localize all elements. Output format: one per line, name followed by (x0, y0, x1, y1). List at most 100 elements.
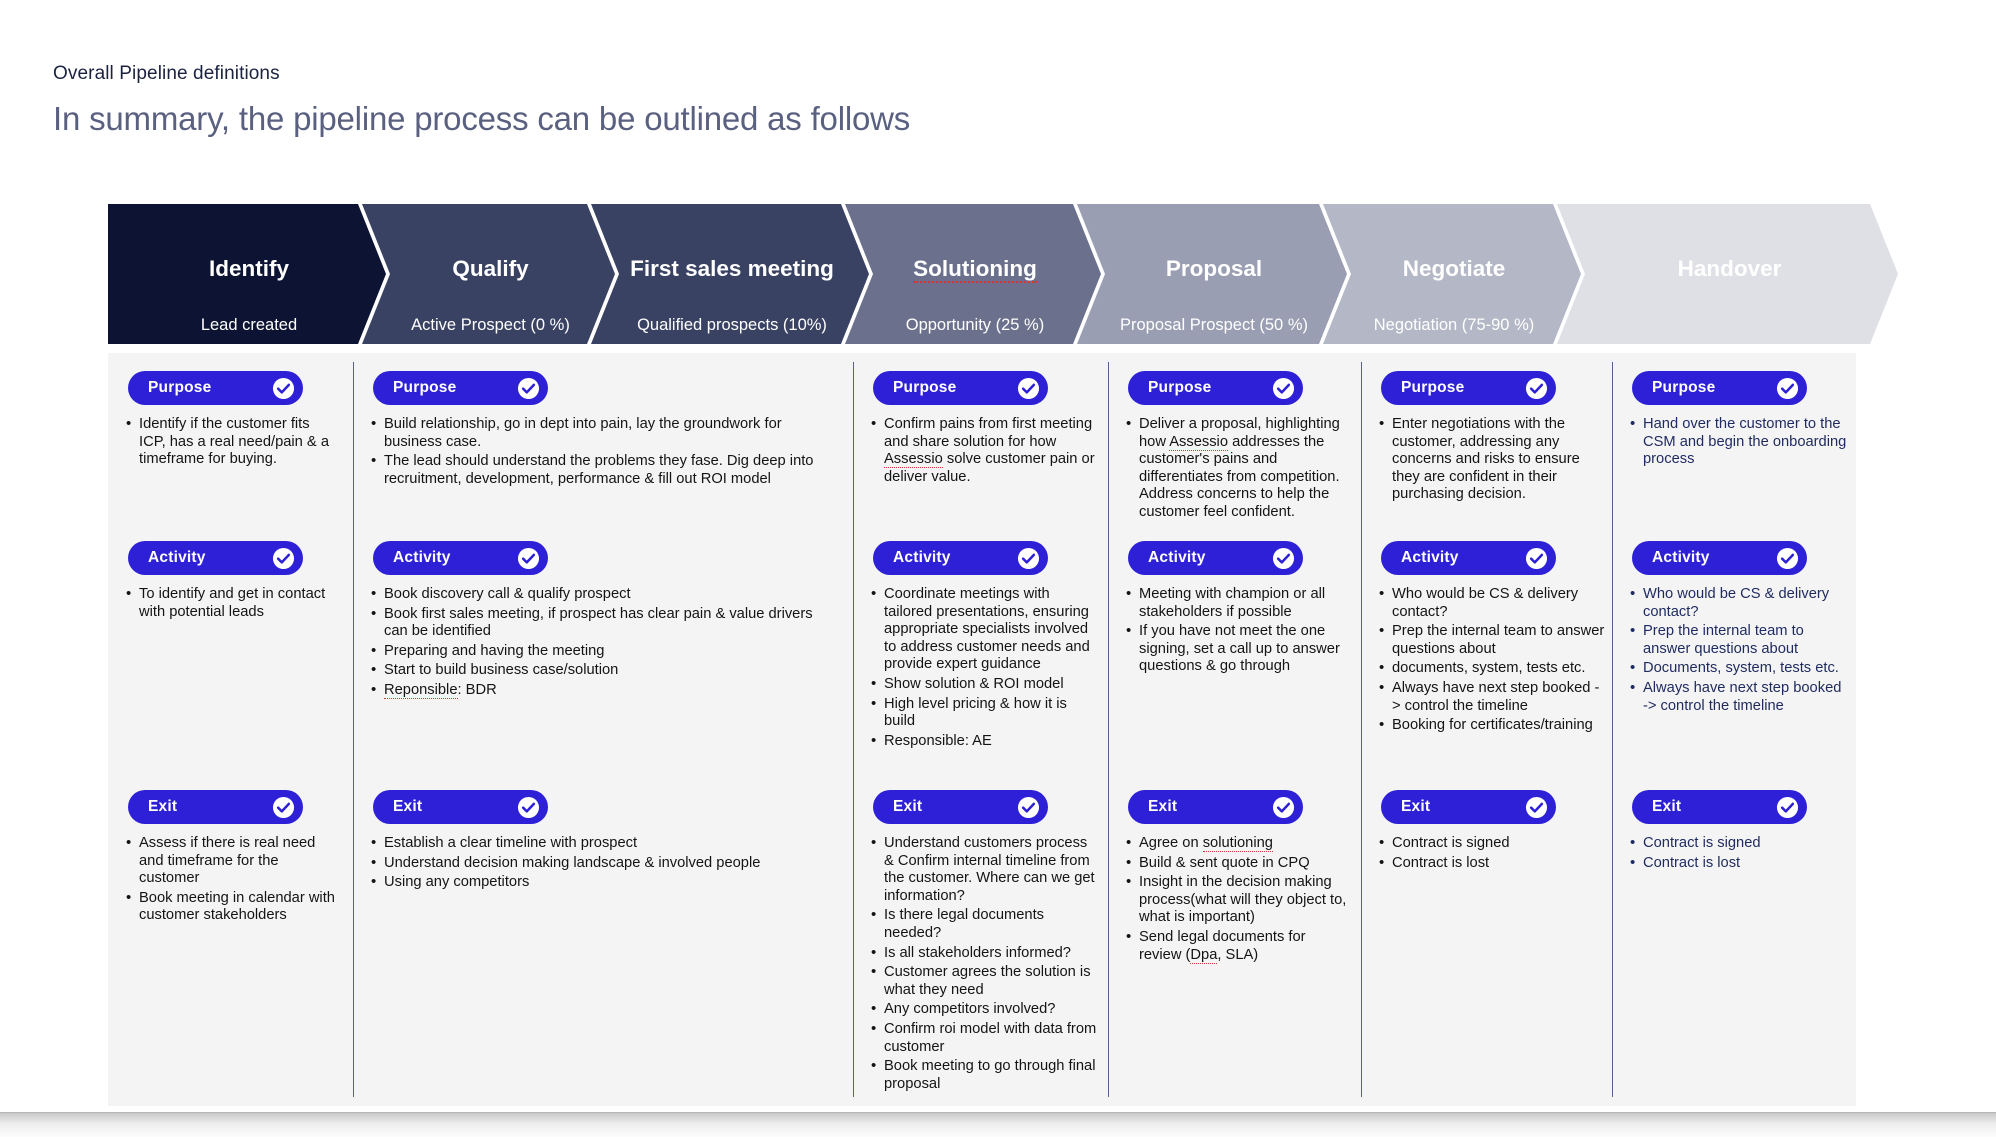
exit-badge-label: Exit (893, 798, 923, 815)
activity-badge-label: Activity (148, 549, 206, 566)
stage-subtitle: Active Prospect (0 %) (411, 316, 570, 334)
purpose-badge[interactable]: Purpose (1632, 371, 1807, 405)
list-item: Documents, system, tests etc. (1628, 659, 1850, 678)
list-item: Contract is signed (1628, 834, 1850, 853)
spellcheck-underline: Assessio (884, 451, 943, 469)
purpose-badge[interactable]: Purpose (128, 371, 303, 405)
stage-subtitle: Opportunity (25 %) (905, 316, 1045, 334)
purpose-badge-label: Purpose (1401, 379, 1465, 396)
purpose-bullet-list: Identify if the customer fits ICP, has a… (124, 415, 339, 471)
exit-badge[interactable]: Exit (1632, 790, 1807, 824)
purpose-badge[interactable]: Purpose (373, 371, 548, 405)
activity-badge[interactable]: Activity (1632, 541, 1807, 575)
stage-column-proposal: PurposeDeliver a proposal, highlighting … (1108, 353, 1361, 1106)
exit-badge[interactable]: Exit (373, 790, 548, 824)
stage-column-handover: PurposeHand over the customer to the CSM… (1612, 353, 1856, 1106)
activity-badge[interactable]: Activity (1128, 541, 1303, 575)
activity-badge[interactable]: Activity (128, 541, 303, 575)
activity-badge-label: Activity (1401, 549, 1459, 566)
check-circle-icon (1776, 796, 1799, 818)
exit-badge-label: Exit (1148, 798, 1178, 815)
check-circle-icon (517, 547, 540, 569)
exit-badge-label: Exit (1652, 798, 1682, 815)
list-item: Send legal documents for review (Dpa, SL… (1124, 928, 1352, 964)
stage-detail-panel: PurposeIdentify if the customer fits ICP… (108, 353, 1856, 1106)
horizontal-scrollbar[interactable] (0, 1112, 1996, 1137)
check-circle-icon (272, 796, 295, 818)
exit-badge[interactable]: Exit (1128, 790, 1303, 824)
exit-badge-label: Exit (393, 798, 423, 815)
stage-column-negotiate: PurposeEnter negotiations with the custo… (1361, 353, 1612, 1106)
purpose-badge[interactable]: Purpose (1128, 371, 1303, 405)
list-item: Booking for certificates/training (1377, 716, 1605, 735)
check-circle-icon (517, 377, 540, 399)
list-item: Understand decision making landscape & i… (369, 854, 819, 873)
activity-badge[interactable]: Activity (373, 541, 548, 575)
purpose-bullet-list: Deliver a proposal, highlighting how Ass… (1124, 415, 1352, 524)
purpose-badge-label: Purpose (1148, 379, 1212, 396)
list-item: Assess if there is real need and timefra… (124, 834, 339, 888)
purpose-bullet-list: Build relationship, go in dept into pain… (369, 415, 819, 490)
list-item: Book meeting to go through final proposa… (869, 1057, 1101, 1093)
stage-column-identify: PurposeIdentify if the customer fits ICP… (108, 353, 353, 1106)
exit-badge[interactable]: Exit (128, 790, 303, 824)
list-item: Start to build business case/solution (369, 661, 819, 680)
list-item: High level pricing & how it is build (869, 695, 1101, 731)
activity-badge-label: Activity (393, 549, 451, 566)
purpose-badge[interactable]: Purpose (873, 371, 1048, 405)
stage-title: First sales meeting (630, 256, 834, 281)
activity-bullet-list: Who would be CS & delivery contact?Prep … (1377, 585, 1605, 737)
activity-bullet-list: Who would be CS & delivery contact?Prep … (1628, 585, 1850, 717)
list-item: documents, system, tests etc. (1377, 659, 1605, 678)
list-item: Always have next step booked -> control … (1628, 679, 1850, 715)
check-circle-icon (1525, 796, 1548, 818)
check-circle-icon (1525, 377, 1548, 399)
list-item: Coordinate meetings with tailored presen… (869, 585, 1101, 674)
purpose-bullet-list: Hand over the customer to the CSM and be… (1628, 415, 1850, 471)
activity-badge[interactable]: Activity (1381, 541, 1556, 575)
check-circle-icon (1272, 377, 1295, 399)
list-item: Responsible: AE (869, 732, 1101, 751)
exit-badge[interactable]: Exit (1381, 790, 1556, 824)
stage-title: Negotiate (1402, 256, 1506, 281)
column-divider (1108, 362, 1109, 1097)
stage-title: Solutioning (873, 256, 1077, 282)
stage-chevron-handover[interactable]: Handover (1557, 204, 1898, 344)
stage-subtitle: Lead created (200, 316, 298, 334)
check-circle-icon (1272, 796, 1295, 818)
list-item: Establish a clear timeline with prospect (369, 834, 819, 853)
list-item: Contract is lost (1628, 854, 1850, 873)
list-item: Is all stakeholders informed? (869, 944, 1101, 963)
list-item: Prep the internal team to answer questio… (1377, 622, 1605, 658)
check-circle-icon (1017, 547, 1040, 569)
activity-badge[interactable]: Activity (873, 541, 1048, 575)
list-item: Meeting with champion or all stakeholder… (1124, 585, 1352, 621)
spellcheck-underline: Reponsible (384, 681, 458, 699)
column-divider (353, 362, 354, 1097)
column-divider (1361, 362, 1362, 1097)
exit-bullet-list: Assess if there is real need and timefra… (124, 834, 339, 927)
exit-badge[interactable]: Exit (873, 790, 1048, 824)
list-item: Identify if the customer fits ICP, has a… (124, 415, 339, 469)
page-title: In summary, the pipeline process can be … (53, 100, 911, 137)
activity-badge-label: Activity (893, 549, 951, 566)
spellcheck-underline: solutioning (1202, 835, 1273, 852)
stage-title: Handover (1677, 256, 1782, 281)
purpose-badge[interactable]: Purpose (1381, 371, 1556, 405)
list-item: If you have not meet the one signing, se… (1124, 622, 1352, 676)
activity-bullet-list: Coordinate meetings with tailored presen… (869, 585, 1101, 752)
check-circle-icon (1017, 377, 1040, 399)
purpose-bullet-list: Enter negotiations with the customer, ad… (1377, 415, 1605, 506)
list-item: Confirm roi model with data from custome… (869, 1020, 1101, 1056)
check-circle-icon (272, 377, 295, 399)
activity-bullet-list: Book discovery call & qualify prospectBo… (369, 585, 819, 702)
stage-title: Proposal (1165, 256, 1263, 281)
